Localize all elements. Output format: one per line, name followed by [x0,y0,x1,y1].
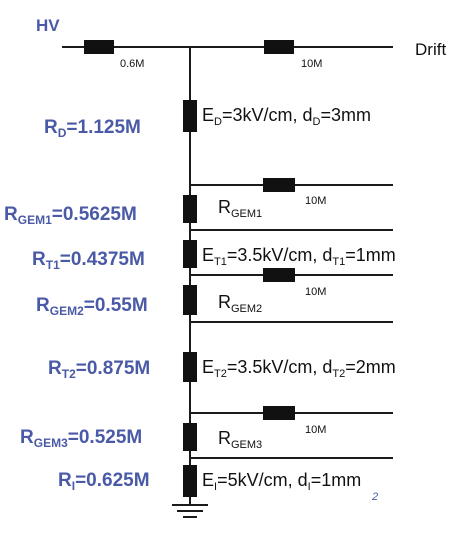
label-RD: RD=1.125M [44,117,141,141]
resistor-RGEM2 [183,285,197,315]
field-t1: ET1=3.5kV/cm, dT1=1mm [202,245,396,268]
resistor-0.6M [84,40,114,54]
resistor-RT2 [183,352,197,382]
resistor-gem1-10M [263,178,295,192]
gem1-resistor-value: 10M [305,195,327,207]
resistor-value-0.6M: 0.6M [120,58,145,70]
gem3-resistor-value: 10M [305,424,327,436]
gem3-label: RGEM3 [218,428,263,451]
gem2-label: RGEM2 [218,292,263,315]
resistor-RT1 [183,240,197,268]
label-RT1: RT1=0.4375M [32,249,145,273]
label-RI: RI=0.625M [58,470,150,494]
resistor-RGEM1 [183,195,197,223]
label-RT2: RT2=0.875M [48,358,151,382]
label-RGEM1: RGEM1=0.5625M [4,204,137,228]
resistor-gem2-10M [263,268,295,282]
gem2-resistor-value: 10M [305,286,327,298]
resistor-drift-10M [264,40,294,54]
drift-label: Drift [415,40,447,59]
resistor-gem3-10M [263,406,295,420]
resistor-RD [183,100,197,132]
hv-label: HV [36,16,60,35]
label-RGEM3: RGEM3=0.525M [20,427,143,451]
field-induction: EI=5kV/cm, dI=1mm [202,470,362,493]
resistor-RI [183,465,197,497]
ground-icon [172,504,208,518]
field-t2: ET2=3.5kV/cm, dT2=2mm [202,357,396,380]
page-number: 2 [372,491,379,503]
resistor-RGEM3 [183,423,197,451]
label-RGEM2: RGEM2=0.55M [36,295,148,319]
resistor-value-drift-10M: 10M [301,58,323,70]
field-drift: ED=3kV/cm, dD=3mm [202,105,371,128]
gem1-label: RGEM1 [218,197,263,220]
